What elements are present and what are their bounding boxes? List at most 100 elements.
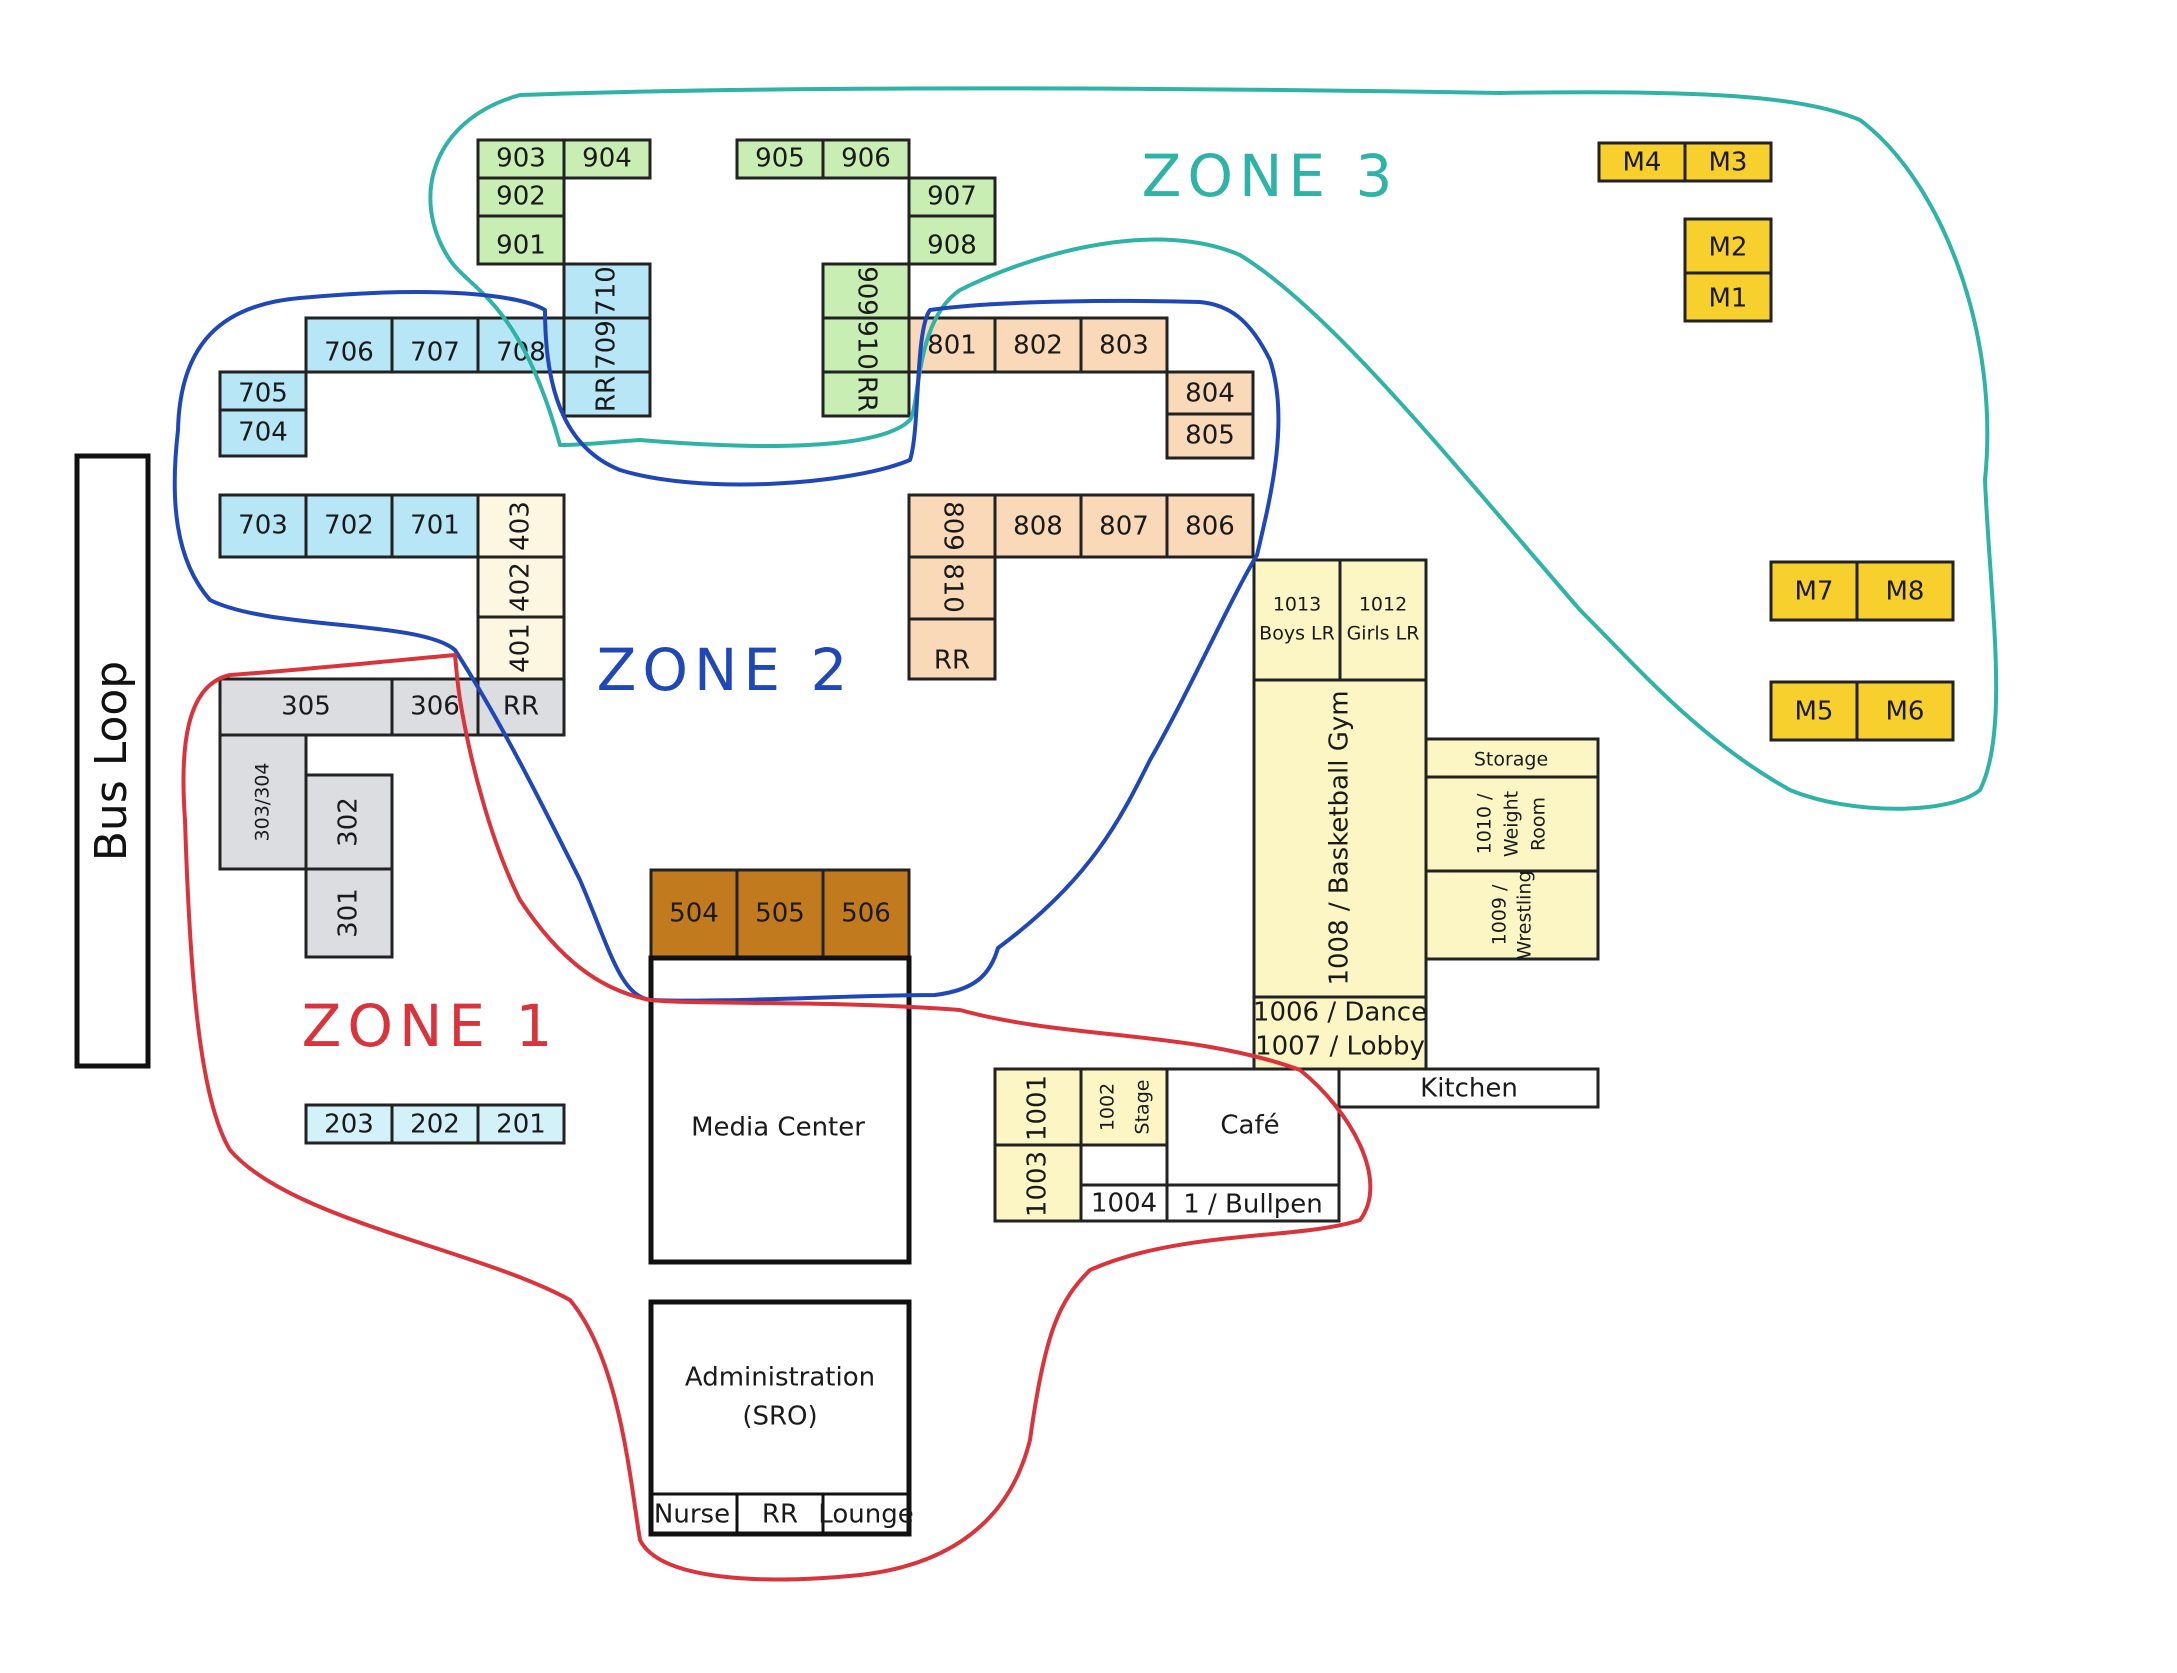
label-905: 905 bbox=[755, 144, 805, 174]
room-m3 bbox=[1683, 141, 1773, 183]
room-1010 bbox=[1424, 775, 1600, 873]
room-bullpen bbox=[1165, 1183, 1341, 1223]
room-1013 bbox=[1252, 558, 1342, 682]
label-703: 703 bbox=[238, 511, 288, 541]
room-1009 bbox=[1424, 869, 1600, 961]
label-806: 806 bbox=[1185, 512, 1235, 542]
label-girls-lr: Girls LR bbox=[1347, 623, 1420, 645]
label-305: 305 bbox=[281, 692, 331, 722]
label-lobby: 1007 / Lobby bbox=[1255, 1032, 1425, 1062]
room-rr-900 bbox=[821, 370, 911, 418]
media-center bbox=[648, 955, 912, 1265]
label-rr-900: RR bbox=[852, 376, 882, 412]
label-storage: Storage bbox=[1474, 749, 1548, 771]
label-704: 704 bbox=[238, 418, 288, 448]
label-bullpen: 1 / Bullpen bbox=[1183, 1190, 1323, 1220]
label-504: 504 bbox=[669, 899, 719, 929]
label-707: 707 bbox=[410, 338, 460, 368]
wing-200 bbox=[304, 1103, 566, 1145]
wing-300 bbox=[218, 677, 566, 959]
label-802: 802 bbox=[1013, 331, 1063, 361]
label-402: 402 bbox=[506, 562, 536, 612]
room-908 bbox=[907, 214, 997, 266]
room-rr-700 bbox=[562, 370, 652, 418]
label-media-center: Media Center bbox=[691, 1113, 865, 1143]
room-m8 bbox=[1855, 560, 1955, 622]
label-809: 809 bbox=[938, 501, 968, 551]
label-m3: M3 bbox=[1709, 148, 1748, 178]
label-m4: M4 bbox=[1623, 148, 1662, 178]
label-203: 203 bbox=[324, 1110, 374, 1140]
label-m1: M1 bbox=[1709, 284, 1748, 314]
room-301 bbox=[304, 867, 394, 959]
label-cafe: Café bbox=[1220, 1111, 1279, 1141]
room-707 bbox=[390, 316, 480, 374]
label-m2: M2 bbox=[1709, 233, 1748, 263]
room-1004 bbox=[1079, 1183, 1169, 1223]
label-403: 403 bbox=[506, 501, 536, 551]
label-lounge: Lounge bbox=[818, 1500, 913, 1530]
label-1012: 1012 bbox=[1359, 594, 1407, 616]
room-rr-800 bbox=[907, 617, 997, 681]
label-701: 701 bbox=[410, 511, 460, 541]
room-906 bbox=[821, 138, 911, 180]
label-303-304: 303/304 bbox=[252, 763, 274, 842]
room-m5 bbox=[1769, 680, 1859, 742]
label-m8: M8 bbox=[1886, 577, 1925, 607]
room-m1 bbox=[1683, 271, 1773, 323]
mobiles bbox=[1597, 141, 1955, 742]
label-804: 804 bbox=[1185, 379, 1235, 409]
label-1004: 1004 bbox=[1091, 1189, 1157, 1219]
room-702 bbox=[304, 493, 394, 559]
label-908: 908 bbox=[927, 231, 977, 261]
label-805: 805 bbox=[1185, 421, 1235, 451]
label-201: 201 bbox=[496, 1110, 546, 1140]
label-902: 902 bbox=[496, 182, 546, 212]
room-703 bbox=[218, 493, 308, 559]
room-m7 bbox=[1769, 560, 1859, 622]
label-administration: Administration bbox=[685, 1363, 875, 1393]
label-803: 803 bbox=[1099, 331, 1149, 361]
label-1003: 1003 bbox=[1023, 1151, 1053, 1217]
label-m7: M7 bbox=[1795, 577, 1834, 607]
label-906: 906 bbox=[841, 144, 891, 174]
label-m6: M6 bbox=[1886, 697, 1925, 727]
room-203 bbox=[304, 1103, 394, 1145]
label-506: 506 bbox=[841, 899, 891, 929]
room-701 bbox=[390, 493, 480, 559]
label-stage: Stage bbox=[1132, 1080, 1154, 1135]
room-709 bbox=[562, 316, 652, 374]
room-810 bbox=[907, 555, 997, 621]
label-710: 710 bbox=[592, 266, 622, 316]
label-904: 904 bbox=[582, 144, 632, 174]
label-1010-b: Weight bbox=[1501, 791, 1523, 857]
room-806 bbox=[1165, 493, 1255, 559]
label-dance: 1006 / Dance bbox=[1253, 998, 1427, 1028]
label-910: 910 bbox=[852, 320, 882, 370]
room-1003 bbox=[993, 1143, 1083, 1223]
room-504 bbox=[649, 868, 739, 960]
zone-3-outline bbox=[428, 86, 1999, 811]
bus-loop-box bbox=[74, 453, 151, 1069]
room-1012 bbox=[1338, 558, 1428, 682]
label-909: 909 bbox=[852, 266, 882, 316]
zone-1-outline bbox=[181, 653, 1373, 1582]
label-705: 705 bbox=[238, 379, 288, 409]
label-rr-700: RR bbox=[592, 376, 622, 412]
room-902 bbox=[476, 176, 566, 218]
zone-2-label: ZONE 2 bbox=[597, 636, 854, 704]
label-302: 302 bbox=[334, 797, 364, 847]
room-m6 bbox=[1855, 680, 1955, 742]
room-705 bbox=[218, 370, 308, 412]
label-907: 907 bbox=[927, 182, 977, 212]
zone-1-label: ZONE 1 bbox=[302, 992, 559, 1060]
room-505 bbox=[735, 868, 825, 960]
bus-loop-label: Bus Loop bbox=[86, 661, 137, 862]
room-1006-1007 bbox=[1252, 995, 1428, 1071]
wing-400 bbox=[476, 493, 566, 681]
label-903: 903 bbox=[496, 144, 546, 174]
zone-2-outline bbox=[172, 290, 1281, 1003]
label-901: 901 bbox=[496, 231, 546, 261]
room-401 bbox=[476, 615, 566, 681]
